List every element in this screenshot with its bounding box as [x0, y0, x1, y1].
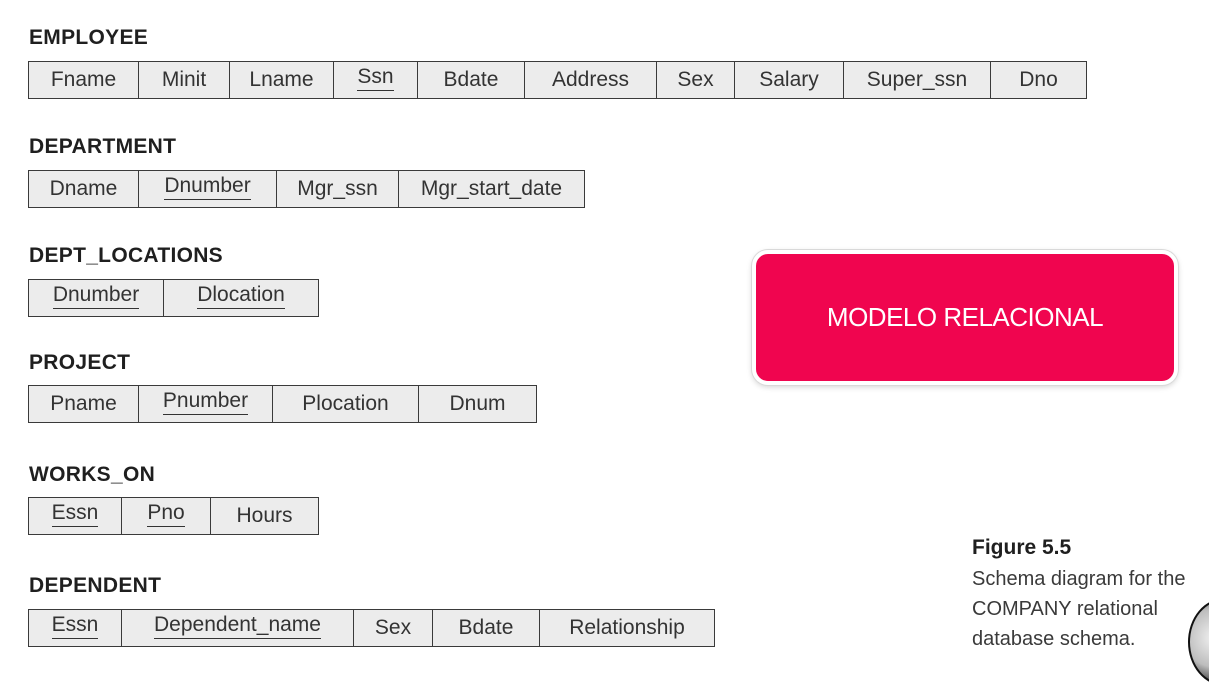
- attribute-label: Dnumber: [52, 283, 140, 309]
- attribute-cell: Plocation: [273, 386, 419, 422]
- attribute-label: Relationship: [569, 615, 685, 639]
- attribute-cell: Mgr_start_date: [399, 171, 584, 207]
- relation-title-dependent: DEPENDENT: [29, 574, 162, 597]
- attribute-cell: Dnum: [419, 386, 536, 422]
- attribute-label: Dlocation: [197, 283, 285, 309]
- attribute-cell: Salary: [735, 62, 844, 98]
- modelo-relacional-banner: MODELO RELACIONAL: [752, 250, 1178, 385]
- attribute-cell: Hours: [211, 498, 318, 534]
- relation-title-works-on: WORKS_ON: [29, 463, 156, 486]
- attribute-cell: Dname: [29, 171, 139, 207]
- attribute-label: Dependent_name: [154, 613, 321, 639]
- attribute-label: Mgr_ssn: [297, 176, 378, 200]
- attribute-cell: Fname: [29, 62, 139, 98]
- attribute-label: Hours: [236, 503, 293, 527]
- attribute-cell-primary-key: Pno: [122, 498, 211, 534]
- attribute-cell-primary-key: Essn: [29, 498, 122, 534]
- attribute-cell-primary-key: Dnumber: [29, 280, 164, 316]
- attribute-cell: Mgr_ssn: [277, 171, 399, 207]
- attribute-cell: Relationship: [540, 610, 714, 646]
- attribute-label: Pno: [147, 501, 185, 527]
- attribute-label: Salary: [759, 67, 819, 91]
- attribute-label: Essn: [51, 501, 99, 527]
- attribute-cell: Minit: [139, 62, 230, 98]
- attribute-cell-primary-key: Ssn: [334, 62, 418, 98]
- attribute-label: Dname: [49, 176, 118, 200]
- relation-dependent: Essn Dependent_name Sex Bdate Relationsh…: [28, 609, 715, 647]
- attribute-label: Lname: [249, 67, 314, 91]
- attribute-cell: Address: [525, 62, 657, 98]
- caption-line: COMPANY relational: [972, 598, 1158, 620]
- attribute-label: Bdate: [458, 615, 514, 639]
- banner-label: MODELO RELACIONAL: [826, 302, 1104, 332]
- attribute-cell-primary-key: Dependent_name: [122, 610, 354, 646]
- attribute-label: Address: [551, 67, 630, 91]
- relation-title-dept-locations: DEPT_LOCATIONS: [29, 244, 223, 267]
- figure-caption: Figure 5.5 Schema diagram for the COMPAN…: [972, 536, 1209, 654]
- attribute-cell: Bdate: [433, 610, 540, 646]
- attribute-cell: Bdate: [418, 62, 525, 98]
- attribute-label: Sex: [677, 67, 714, 91]
- attribute-cell: Super_ssn: [844, 62, 991, 98]
- relation-dept-locations: Dnumber Dlocation: [28, 279, 319, 317]
- relation-department: Dname Dnumber Mgr_ssn Mgr_start_date: [28, 170, 585, 208]
- caption-title: Figure 5.5: [972, 536, 1072, 559]
- attribute-label: Super_ssn: [866, 67, 968, 91]
- attribute-label: Dnumber: [164, 174, 251, 200]
- caption-line: Schema diagram for the: [972, 568, 1186, 590]
- attribute-label: Ssn: [357, 65, 394, 91]
- relation-title-department: DEPARTMENT: [29, 135, 177, 158]
- relation-title-project: PROJECT: [29, 351, 131, 374]
- relation-title-employee: EMPLOYEE: [29, 26, 149, 49]
- attribute-label: Plocation: [302, 391, 389, 415]
- relation-project: Pname Pnumber Plocation Dnum: [28, 385, 537, 423]
- caption-line: database schema.: [972, 628, 1136, 650]
- attribute-label: Pname: [50, 391, 117, 415]
- attribute-cell-primary-key: Essn: [29, 610, 122, 646]
- attribute-cell: Pname: [29, 386, 139, 422]
- attribute-label: Bdate: [443, 67, 499, 91]
- attribute-label: Sex: [374, 615, 412, 639]
- relation-works-on: Essn Pno Hours: [28, 497, 319, 535]
- attribute-cell: Lname: [230, 62, 334, 98]
- attribute-cell: Sex: [354, 610, 433, 646]
- attribute-label: Mgr_start_date: [420, 176, 563, 200]
- attribute-label: Fname: [50, 67, 117, 91]
- attribute-label: Dno: [1019, 67, 1058, 91]
- relation-employee: Fname Minit Lname Ssn Bdate Address Sex …: [28, 61, 1087, 99]
- attribute-cell-primary-key: Pnumber: [139, 386, 273, 422]
- attribute-cell: Dno: [991, 62, 1086, 98]
- attribute-label: Dnum: [449, 391, 506, 415]
- attribute-cell-primary-key: Dlocation: [164, 280, 318, 316]
- attribute-label: Minit: [161, 67, 207, 91]
- attribute-cell-primary-key: Dnumber: [139, 171, 277, 207]
- attribute-label: Pnumber: [162, 389, 249, 415]
- attribute-label: Essn: [51, 613, 99, 639]
- attribute-cell: Sex: [657, 62, 735, 98]
